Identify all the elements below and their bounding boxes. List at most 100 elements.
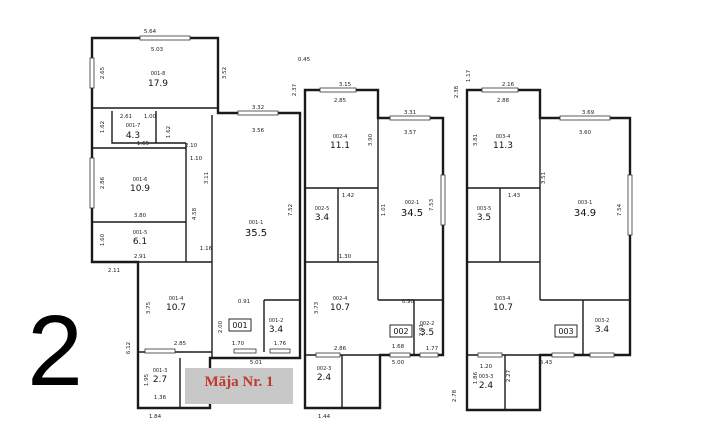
room-code: 003-1 — [578, 200, 593, 206]
svg-text:1.86: 1.86 — [473, 371, 479, 384]
room-code: 001-8 — [151, 71, 166, 77]
svg-text:2.85: 2.85 — [174, 341, 187, 347]
svg-text:2.86: 2.86 — [100, 176, 106, 189]
dimension-labels: 5.64 5.03 2.65 3.52 1.62 2.61 1.00 1.62 … — [100, 29, 623, 420]
svg-text:3.56: 3.56 — [252, 128, 265, 134]
room-code: 003-2 — [595, 318, 610, 324]
svg-text:1.17: 1.17 — [466, 69, 472, 82]
unit-label-002: 002 — [389, 324, 413, 338]
room-code: 002-1 — [405, 200, 420, 206]
room-code: 003-3 — [479, 374, 494, 380]
unit-003-windows — [477, 87, 633, 358]
svg-text:1.16: 1.16 — [200, 246, 213, 252]
unit-003-rooms: 003-4 11.3 003-5 3.5 003-1 34.9 003-4 10… — [477, 134, 610, 391]
svg-text:5.01: 5.01 — [250, 360, 262, 366]
room-area: 10.7 — [493, 303, 513, 313]
svg-text:1.00: 1.00 — [144, 114, 157, 120]
room-area: 2.7 — [153, 375, 167, 385]
svg-text:1.70: 1.70 — [232, 341, 245, 347]
svg-text:3.69: 3.69 — [582, 110, 595, 116]
svg-text:2.86: 2.86 — [334, 346, 347, 352]
svg-text:5.03: 5.03 — [151, 47, 164, 53]
room-code: 001-1 — [249, 220, 264, 226]
room-code: 003-4 — [496, 134, 511, 140]
svg-text:002: 002 — [393, 327, 408, 336]
unit-002-windows — [315, 87, 446, 358]
room-code: 001-7 — [126, 123, 141, 129]
svg-text:0.45: 0.45 — [298, 57, 311, 63]
room-area: 3.4 — [315, 213, 330, 223]
svg-text:1.10: 1.10 — [190, 156, 203, 162]
svg-text:3.52: 3.52 — [222, 67, 228, 79]
room-code: 001-6 — [133, 177, 148, 183]
svg-text:1.62: 1.62 — [166, 126, 172, 138]
svg-text:3.80: 3.80 — [134, 213, 147, 219]
svg-text:001: 001 — [232, 321, 247, 330]
svg-text:5.00: 5.00 — [392, 360, 405, 366]
svg-text:3.90: 3.90 — [368, 133, 374, 146]
svg-text:1.20: 1.20 — [480, 364, 493, 370]
room-area: 2.4 — [317, 373, 332, 383]
room-area: 11.1 — [330, 141, 350, 151]
house-label-tag: Māja Nr. 1 — [185, 368, 293, 404]
room-area: 34.5 — [401, 208, 423, 219]
room-area: 34.9 — [574, 208, 596, 219]
svg-text:3.15: 3.15 — [339, 82, 352, 88]
svg-text:1.84: 1.84 — [149, 414, 162, 420]
svg-text:6.12: 6.12 — [126, 342, 132, 354]
svg-text:5.64: 5.64 — [144, 29, 157, 35]
house-label: Māja Nr. 1 — [204, 374, 273, 390]
svg-text:2.91: 2.91 — [134, 254, 146, 260]
unit-001-rooms: 001-8 17.9 001-7 4.3 001-6 10.9 001-5 6.… — [126, 71, 284, 385]
unit-002-walls — [303, 88, 445, 410]
svg-text:0.91: 0.91 — [238, 299, 250, 305]
svg-text:2.16: 2.16 — [502, 82, 515, 88]
room-area: 4.3 — [126, 131, 140, 141]
room-area: 10.7 — [166, 303, 186, 313]
svg-text:3.11: 3.11 — [204, 172, 210, 184]
room-code: 002-2 — [420, 321, 435, 327]
room-area: 6.1 — [133, 237, 147, 247]
svg-text:3.31: 3.31 — [404, 110, 416, 116]
svg-text:2.88: 2.88 — [497, 98, 510, 104]
room-code: 003-5 — [477, 206, 492, 212]
svg-text:1.42: 1.42 — [342, 193, 354, 199]
room-area: 10.9 — [130, 184, 150, 194]
svg-text:003: 003 — [558, 327, 573, 336]
svg-text:1.43: 1.43 — [508, 193, 521, 199]
room-area: 2.4 — [479, 381, 494, 391]
svg-text:2.78: 2.78 — [452, 389, 458, 402]
svg-text:0.90: 0.90 — [402, 299, 415, 305]
svg-text:7.53: 7.53 — [429, 198, 435, 211]
room-area: 17.9 — [148, 79, 168, 89]
room-area: 3.5 — [420, 328, 434, 338]
unit-001-windows — [89, 35, 291, 354]
room-code: 001-4 — [169, 296, 184, 302]
svg-text:2.65: 2.65 — [100, 66, 106, 79]
svg-text:1.95: 1.95 — [144, 373, 150, 386]
room-code: 001-5 — [133, 230, 148, 236]
svg-text:3.32: 3.32 — [252, 105, 264, 111]
room-code: 002-5 — [315, 206, 330, 212]
svg-text:1.60: 1.60 — [100, 233, 106, 246]
svg-text:2.38: 2.38 — [454, 85, 460, 98]
svg-text:3.81: 3.81 — [473, 134, 479, 146]
room-code: 001-2 — [269, 318, 284, 324]
svg-text:1.76: 1.76 — [274, 341, 287, 347]
svg-text:3.57: 3.57 — [404, 130, 417, 136]
room-area: 11.3 — [493, 141, 513, 151]
room-area: 3.4 — [269, 325, 284, 335]
svg-text:3.75: 3.75 — [146, 301, 152, 314]
svg-text:1.68: 1.68 — [392, 344, 405, 350]
svg-text:4.58: 4.58 — [192, 207, 198, 220]
room-area: 3.4 — [595, 325, 610, 335]
unit-003-walls — [465, 88, 632, 412]
room-area: 3.5 — [477, 213, 491, 223]
svg-text:3.60: 3.60 — [579, 130, 592, 136]
svg-text:7.54: 7.54 — [617, 203, 623, 216]
svg-text:3.73: 3.73 — [314, 301, 320, 314]
svg-text:1.65: 1.65 — [137, 141, 150, 147]
svg-text:2.61: 2.61 — [120, 114, 132, 120]
room-code: 002-3 — [317, 366, 332, 372]
